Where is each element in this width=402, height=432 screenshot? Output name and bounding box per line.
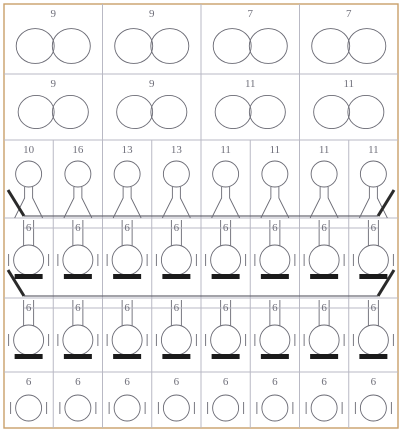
- cell-label: 11: [368, 144, 379, 156]
- cell-label: 9: [51, 78, 57, 90]
- cell-label: 6: [321, 222, 327, 234]
- cell-label: 6: [75, 376, 81, 388]
- flask-base: [15, 274, 43, 279]
- cell-label: 7: [346, 8, 352, 20]
- cell-label: 6: [371, 376, 377, 388]
- cell-label: 6: [26, 302, 32, 314]
- cell-label: 6: [321, 376, 327, 388]
- cell-label: 9: [51, 8, 57, 20]
- cell-label: 6: [124, 376, 130, 388]
- flask-base: [212, 274, 240, 279]
- cell-label: 6: [26, 376, 32, 388]
- cell-label: 7: [248, 8, 254, 20]
- round-flask: [260, 245, 290, 275]
- cell-label: 10: [23, 144, 35, 156]
- cell-label: 11: [220, 144, 231, 156]
- cell-label: 6: [321, 302, 327, 314]
- flask-base: [359, 274, 387, 279]
- cell-label: 13: [122, 144, 134, 156]
- flask-base: [261, 354, 289, 359]
- cell-label: 9: [149, 78, 155, 90]
- round-flask: [309, 325, 339, 355]
- round-flask: [309, 245, 339, 275]
- cell-label: 6: [223, 302, 229, 314]
- small-flask: [16, 395, 42, 421]
- round-flask: [161, 245, 191, 275]
- cell-label: 11: [319, 144, 330, 156]
- cell-label: 6: [272, 302, 278, 314]
- flask-base: [64, 274, 92, 279]
- round-flask: [211, 325, 241, 355]
- round-flask: [63, 325, 93, 355]
- cell-label: 6: [26, 222, 32, 234]
- flask-base: [212, 354, 240, 359]
- cell-label: 6: [223, 222, 229, 234]
- round-flask: [112, 325, 142, 355]
- cell-label: 6: [174, 222, 180, 234]
- flask-base: [359, 354, 387, 359]
- flask-base: [261, 274, 289, 279]
- cell-label: 6: [174, 376, 180, 388]
- flask-base: [310, 354, 338, 359]
- round-flask: [63, 245, 93, 275]
- cell-label: 6: [174, 302, 180, 314]
- cell-label: 6: [124, 222, 130, 234]
- flask-base: [15, 354, 43, 359]
- cell-label: 11: [343, 78, 354, 90]
- flask-base: [162, 274, 190, 279]
- flask-base: [113, 354, 141, 359]
- cell-label: 6: [75, 302, 81, 314]
- cell-label: 11: [245, 78, 256, 90]
- small-flask: [213, 395, 239, 421]
- round-flask: [358, 245, 388, 275]
- round-flask: [14, 325, 44, 355]
- cell-label: 13: [171, 144, 183, 156]
- cell-label: 6: [272, 376, 278, 388]
- flask-base: [310, 274, 338, 279]
- round-flask: [112, 245, 142, 275]
- flask-base: [113, 274, 141, 279]
- flask-base: [162, 354, 190, 359]
- cell-label: 6: [371, 302, 377, 314]
- round-flask: [260, 325, 290, 355]
- cell-label: 6: [223, 376, 229, 388]
- cell-label: 16: [72, 144, 84, 156]
- small-flask: [360, 395, 386, 421]
- round-flask: [211, 245, 241, 275]
- small-flask: [163, 395, 189, 421]
- round-flask: [161, 325, 191, 355]
- small-flask: [311, 395, 337, 421]
- small-flask: [65, 395, 91, 421]
- cell-label: 11: [270, 144, 281, 156]
- cell-label: 6: [272, 222, 278, 234]
- small-flask: [114, 395, 140, 421]
- flask-base: [64, 354, 92, 359]
- cell-label: 9: [149, 8, 155, 20]
- small-flask: [262, 395, 288, 421]
- cell-label: 6: [75, 222, 81, 234]
- cell-label: 6: [371, 222, 377, 234]
- round-flask: [14, 245, 44, 275]
- round-flask: [358, 325, 388, 355]
- cell-label: 6: [124, 302, 130, 314]
